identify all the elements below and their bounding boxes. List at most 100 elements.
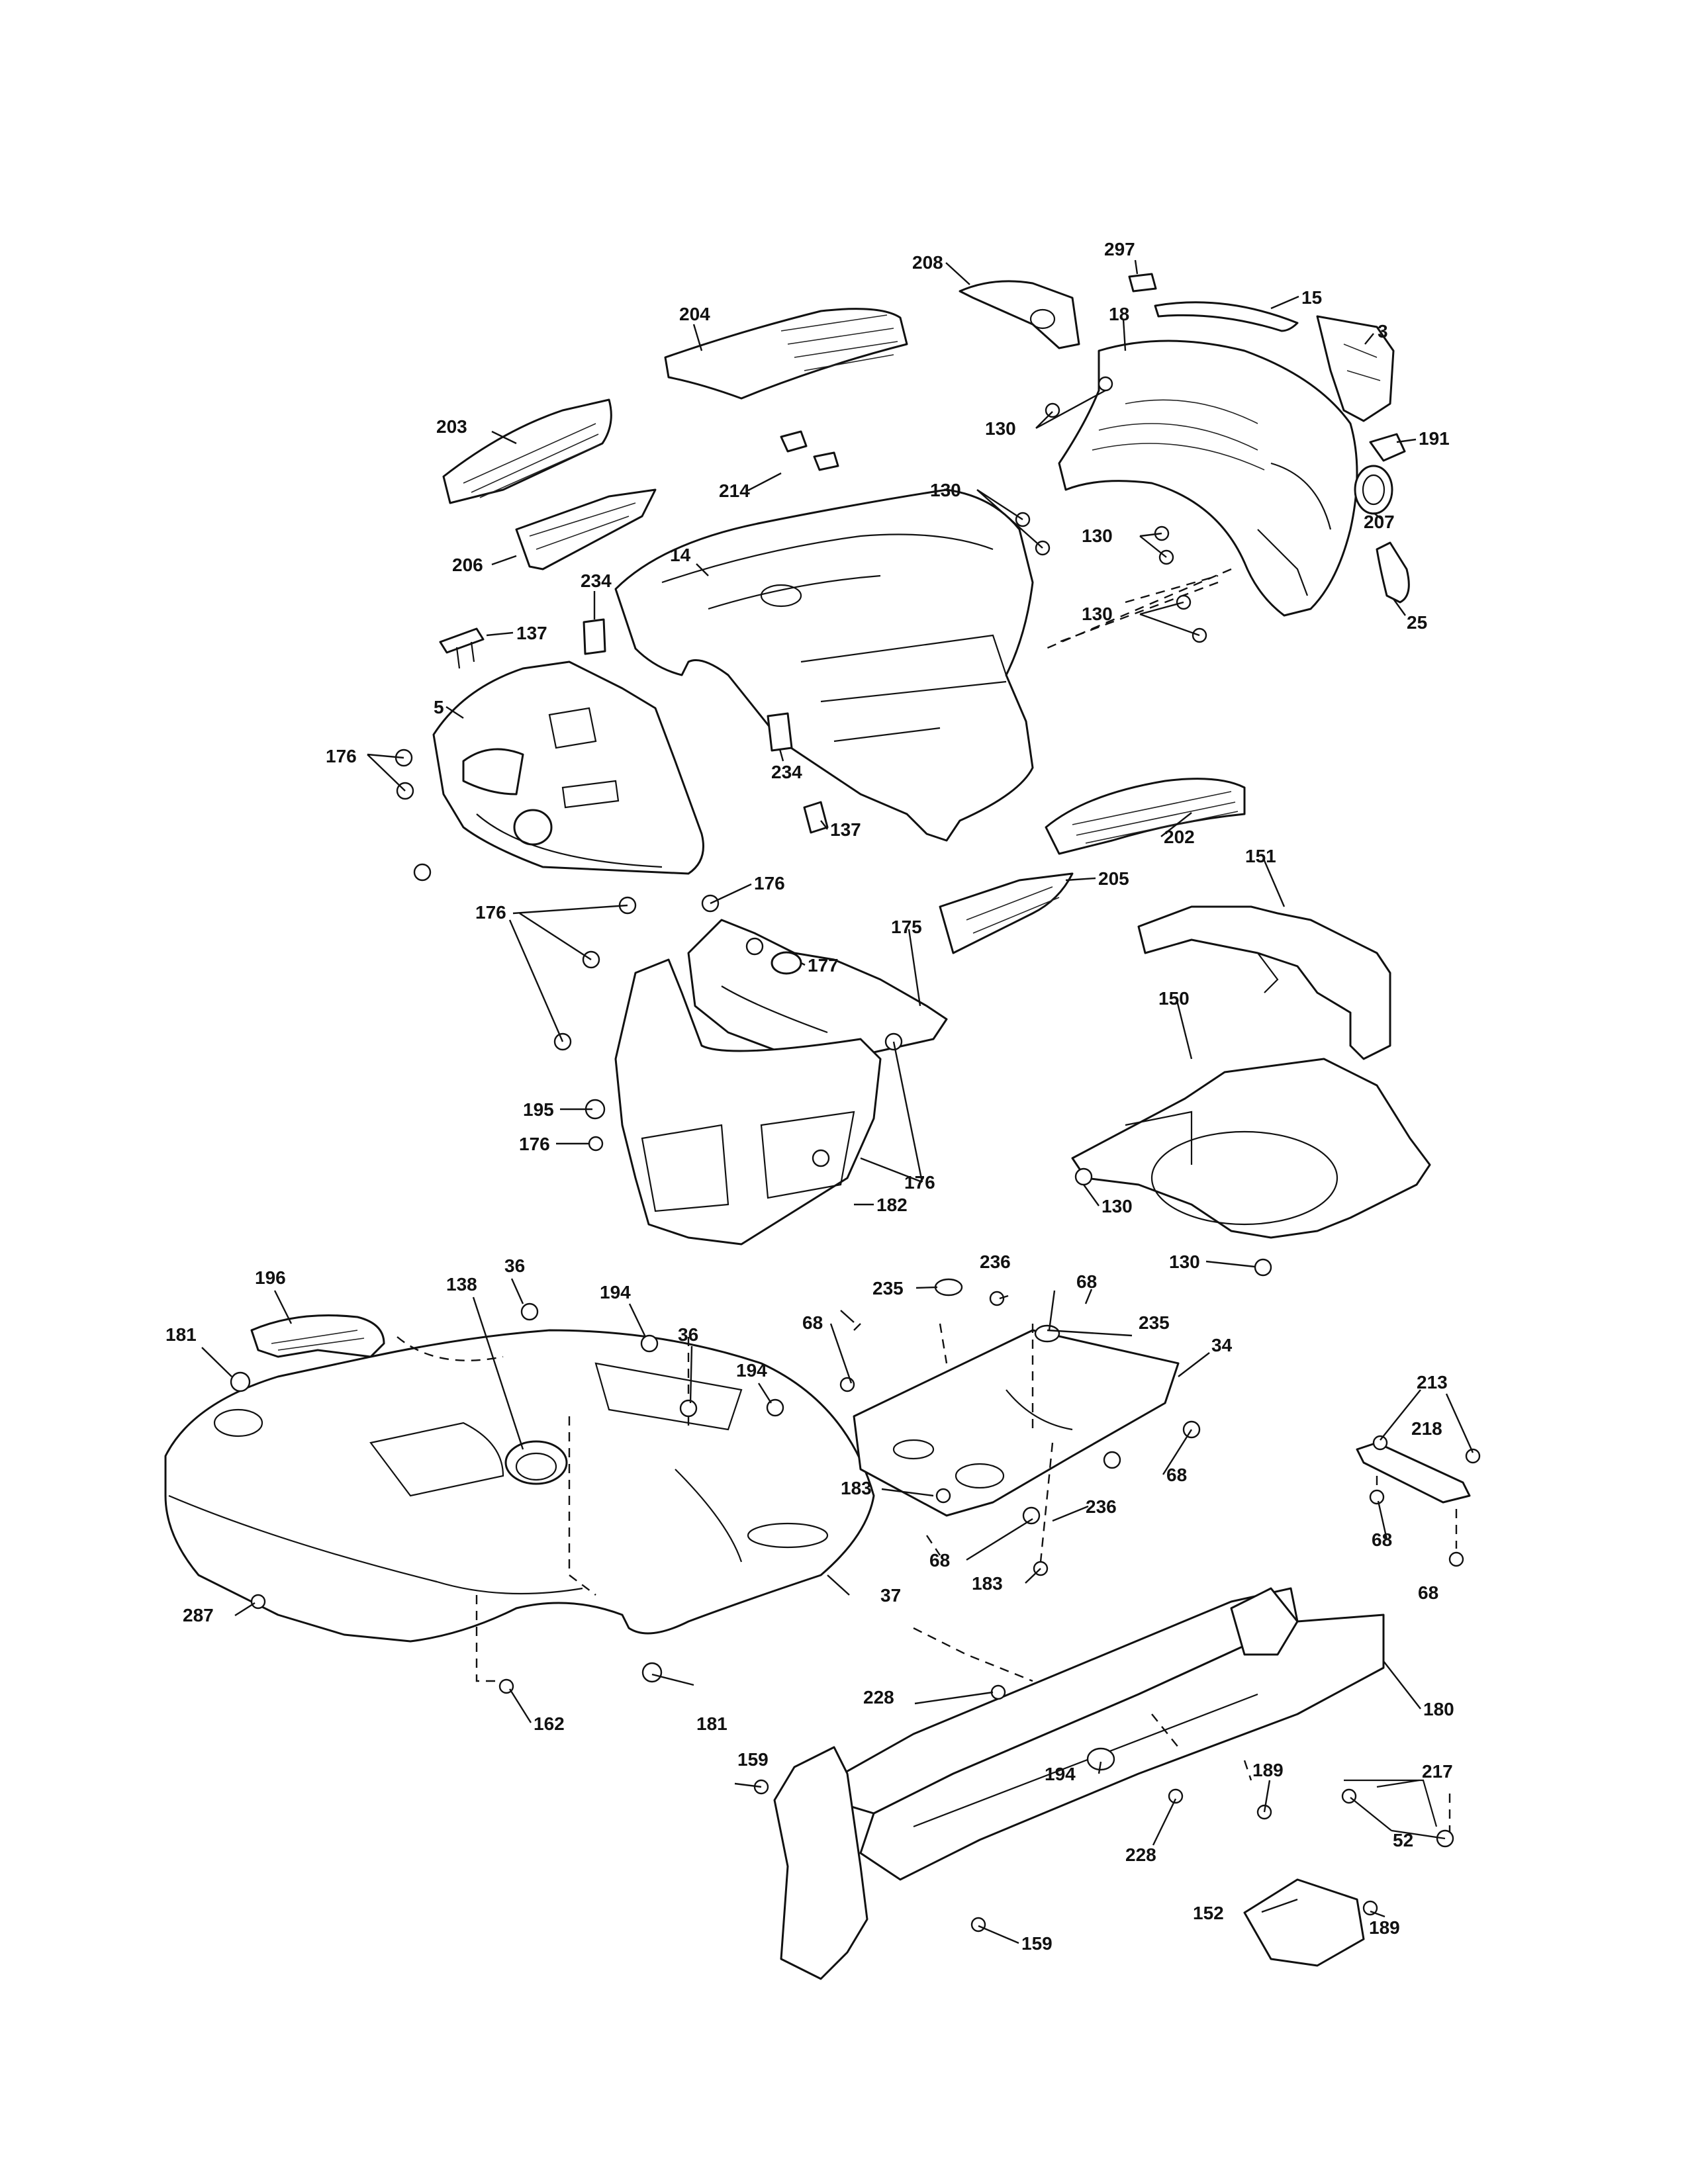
callout-15: 15 bbox=[1301, 287, 1322, 308]
part-25-bracket bbox=[1376, 541, 1410, 604]
part-137-plug-upper bbox=[439, 627, 485, 669]
callout-159-a: 159 bbox=[737, 1749, 769, 1770]
callout-176-a: 176 bbox=[326, 746, 357, 766]
callout-206: 206 bbox=[452, 555, 483, 575]
callout-203: 203 bbox=[436, 416, 467, 437]
callout-181-a: 181 bbox=[165, 1324, 197, 1345]
callout-25: 25 bbox=[1407, 612, 1427, 633]
callout-37: 37 bbox=[880, 1585, 901, 1606]
callout-213: 213 bbox=[1417, 1372, 1448, 1392]
part-207-headlight-housing bbox=[1354, 465, 1393, 515]
part-34-seat-pan bbox=[853, 1329, 1180, 1517]
callout-236-b: 236 bbox=[1086, 1496, 1117, 1517]
callout-14: 14 bbox=[670, 545, 691, 565]
callout-196: 196 bbox=[255, 1267, 286, 1288]
callout-68-b: 68 bbox=[802, 1312, 823, 1333]
callout-68-c: 68 bbox=[1166, 1465, 1187, 1485]
callout-138: 138 bbox=[446, 1274, 477, 1295]
part-234-label-upper bbox=[583, 618, 606, 655]
callout-34: 34 bbox=[1211, 1335, 1233, 1355]
callout-287: 287 bbox=[183, 1605, 214, 1625]
part-214-clips bbox=[780, 430, 839, 471]
part-202-lower-grille bbox=[1045, 778, 1246, 855]
part-206-dash-insert bbox=[515, 488, 657, 570]
part-175-panel-bracket bbox=[687, 919, 948, 1060]
callout-191: 191 bbox=[1419, 428, 1450, 449]
part-152-shield bbox=[1243, 1878, 1365, 1967]
leader-lines bbox=[201, 259, 1474, 1944]
part-150-floor-shield bbox=[1071, 1058, 1431, 1239]
callout-151: 151 bbox=[1245, 846, 1276, 866]
callout-214: 214 bbox=[719, 480, 750, 501]
callout-183-b: 183 bbox=[972, 1573, 1003, 1594]
callout-208: 208 bbox=[912, 252, 943, 273]
callout-3: 3 bbox=[1378, 321, 1388, 341]
part-217-rod bbox=[1344, 1779, 1438, 1827]
callout-159-b: 159 bbox=[1021, 1933, 1053, 1954]
callout-235-a: 235 bbox=[872, 1278, 904, 1298]
callout-137-b: 137 bbox=[830, 819, 861, 840]
callout-202: 202 bbox=[1164, 827, 1195, 847]
part-203-side-grille bbox=[442, 398, 612, 504]
part-182-dash-housing bbox=[614, 958, 882, 1246]
callout-36-a: 36 bbox=[504, 1255, 525, 1276]
part-3-side-panel bbox=[1316, 315, 1395, 422]
part-297-clip bbox=[1128, 273, 1157, 293]
callout-68-a: 68 bbox=[1076, 1271, 1097, 1292]
callout-183-a: 183 bbox=[841, 1478, 872, 1498]
callout-194-b: 194 bbox=[736, 1360, 767, 1381]
part-151-bracket bbox=[1137, 905, 1391, 1060]
callout-130-a: 130 bbox=[985, 418, 1016, 439]
callout-204: 204 bbox=[679, 304, 710, 324]
callout-180: 180 bbox=[1423, 1699, 1454, 1719]
callout-235-b: 235 bbox=[1139, 1312, 1170, 1333]
part-137-plug-lower bbox=[803, 801, 829, 834]
callout-176-b: 176 bbox=[754, 873, 785, 893]
callout-217: 217 bbox=[1422, 1761, 1453, 1782]
callout-68-e: 68 bbox=[929, 1550, 950, 1570]
callout-297: 297 bbox=[1104, 239, 1135, 259]
callout-194-a: 194 bbox=[600, 1282, 631, 1302]
callout-234-a: 234 bbox=[581, 570, 612, 591]
assembly-lines bbox=[397, 568, 1458, 1840]
callout-labels: 297 208 15 204 18 3 203 130 191 214 130 … bbox=[165, 239, 1454, 1954]
part-15-lens bbox=[1154, 301, 1299, 332]
callout-195: 195 bbox=[523, 1099, 554, 1120]
callout-205: 205 bbox=[1098, 868, 1129, 889]
callout-177: 177 bbox=[808, 955, 839, 976]
part-37-fender bbox=[164, 1329, 875, 1643]
callout-130-d: 130 bbox=[1082, 604, 1113, 624]
callout-152: 152 bbox=[1193, 1903, 1224, 1923]
callout-189-a: 189 bbox=[1252, 1760, 1284, 1780]
callout-236-a: 236 bbox=[980, 1251, 1011, 1272]
callout-137-a: 137 bbox=[516, 623, 547, 643]
callout-182: 182 bbox=[876, 1195, 908, 1215]
part-204-hood-vent bbox=[664, 308, 908, 400]
part-177-knob bbox=[771, 951, 802, 975]
callout-207: 207 bbox=[1364, 512, 1395, 532]
part-191-clip bbox=[1369, 433, 1406, 462]
callout-162: 162 bbox=[534, 1713, 565, 1734]
callout-68-d: 68 bbox=[1372, 1529, 1392, 1550]
part-18-front-grille-frame bbox=[1058, 340, 1358, 617]
part-196-cover bbox=[250, 1314, 385, 1358]
callout-176-e: 176 bbox=[904, 1172, 935, 1193]
callout-194-c: 194 bbox=[1045, 1764, 1076, 1784]
callout-18: 18 bbox=[1109, 304, 1129, 324]
callout-150: 150 bbox=[1158, 988, 1190, 1009]
part-138-grommet-leader-target bbox=[472, 1297, 524, 1450]
callout-68-f: 68 bbox=[1418, 1582, 1438, 1603]
part-14-hood bbox=[614, 488, 1034, 842]
callout-228-b: 228 bbox=[1125, 1844, 1156, 1865]
part-5-dash-panel bbox=[432, 660, 704, 875]
callout-189-b: 189 bbox=[1369, 1917, 1400, 1938]
callout-234-b: 234 bbox=[771, 762, 802, 782]
callout-218: 218 bbox=[1411, 1418, 1442, 1439]
part-234-label-lower bbox=[767, 712, 793, 752]
callout-130-b: 130 bbox=[930, 480, 961, 500]
callout-130-c: 130 bbox=[1082, 525, 1113, 546]
part-180-frame bbox=[773, 1587, 1385, 1980]
callout-52: 52 bbox=[1393, 1830, 1413, 1850]
callout-36-b: 36 bbox=[678, 1324, 698, 1345]
